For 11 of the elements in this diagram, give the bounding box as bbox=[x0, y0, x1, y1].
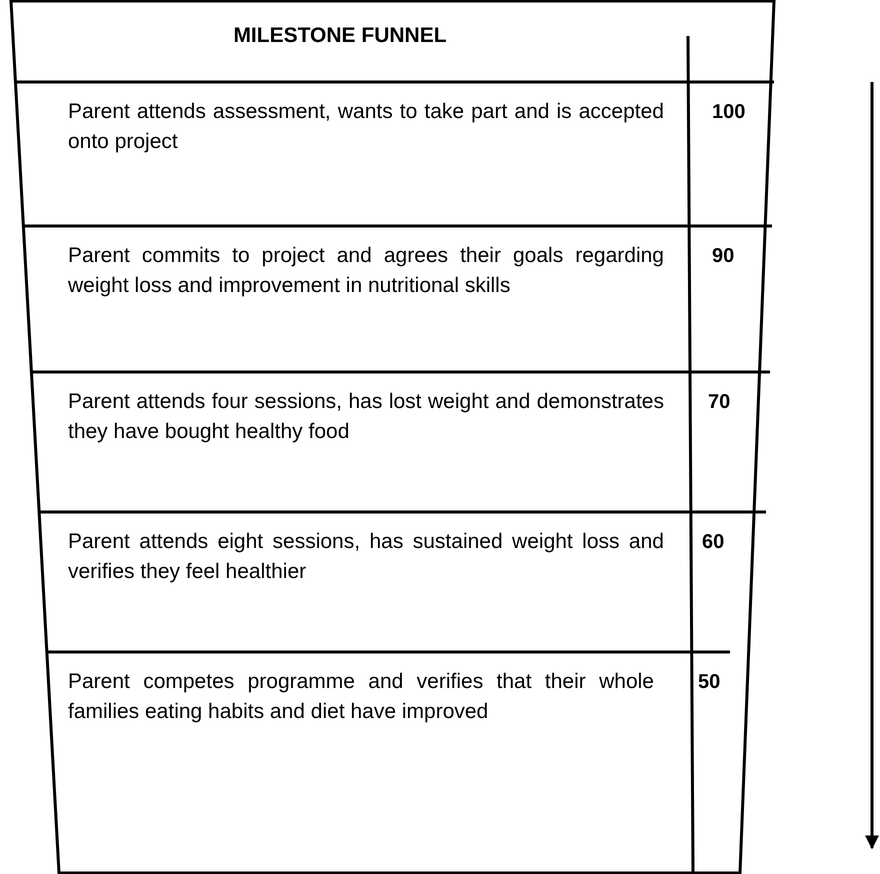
stage-description: Parent attends eight sessions, has sustained weight loss and verifies they feel healthier bbox=[68, 529, 664, 585]
diagram-title: MILESTONE FUNNEL bbox=[232, 24, 448, 48]
stage-description: Parent competes programme and verifies that their whole families eating habits and diet have improved bbox=[68, 669, 654, 725]
stage-count: 60 bbox=[702, 531, 724, 554]
stage-description: Parent attends four sessions, has lost weight and demonstrates they have bought healthy food bbox=[68, 389, 664, 445]
stage-count: 70 bbox=[708, 391, 730, 414]
stage-count: 90 bbox=[712, 245, 734, 268]
stage-count: 50 bbox=[698, 671, 720, 694]
stage-description: Parent attends assessment, wants to take part and is accepted onto project bbox=[68, 99, 664, 155]
stage-count: 100 bbox=[712, 101, 746, 124]
stage-description: Parent commits to project and agrees their goals regarding weight loss and improvement in nutritional skills bbox=[68, 243, 664, 299]
